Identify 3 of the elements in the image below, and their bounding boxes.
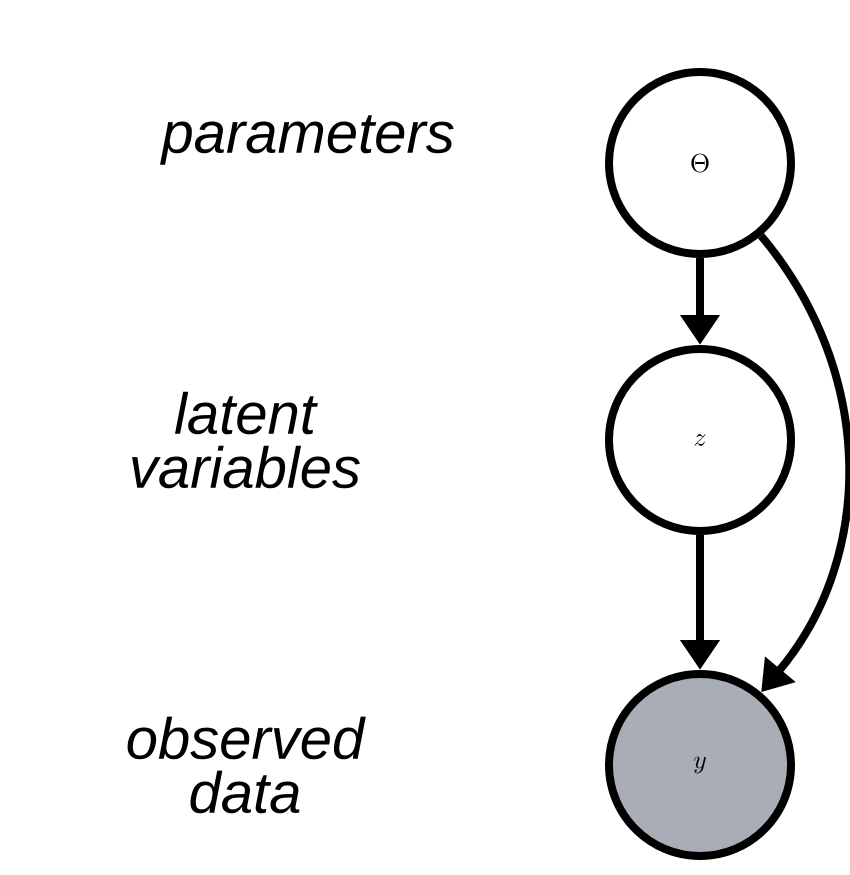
side-label: parameters (160, 115, 454, 165)
side-label: observed data (128, 716, 366, 814)
side-label: latent variables (132, 392, 360, 488)
